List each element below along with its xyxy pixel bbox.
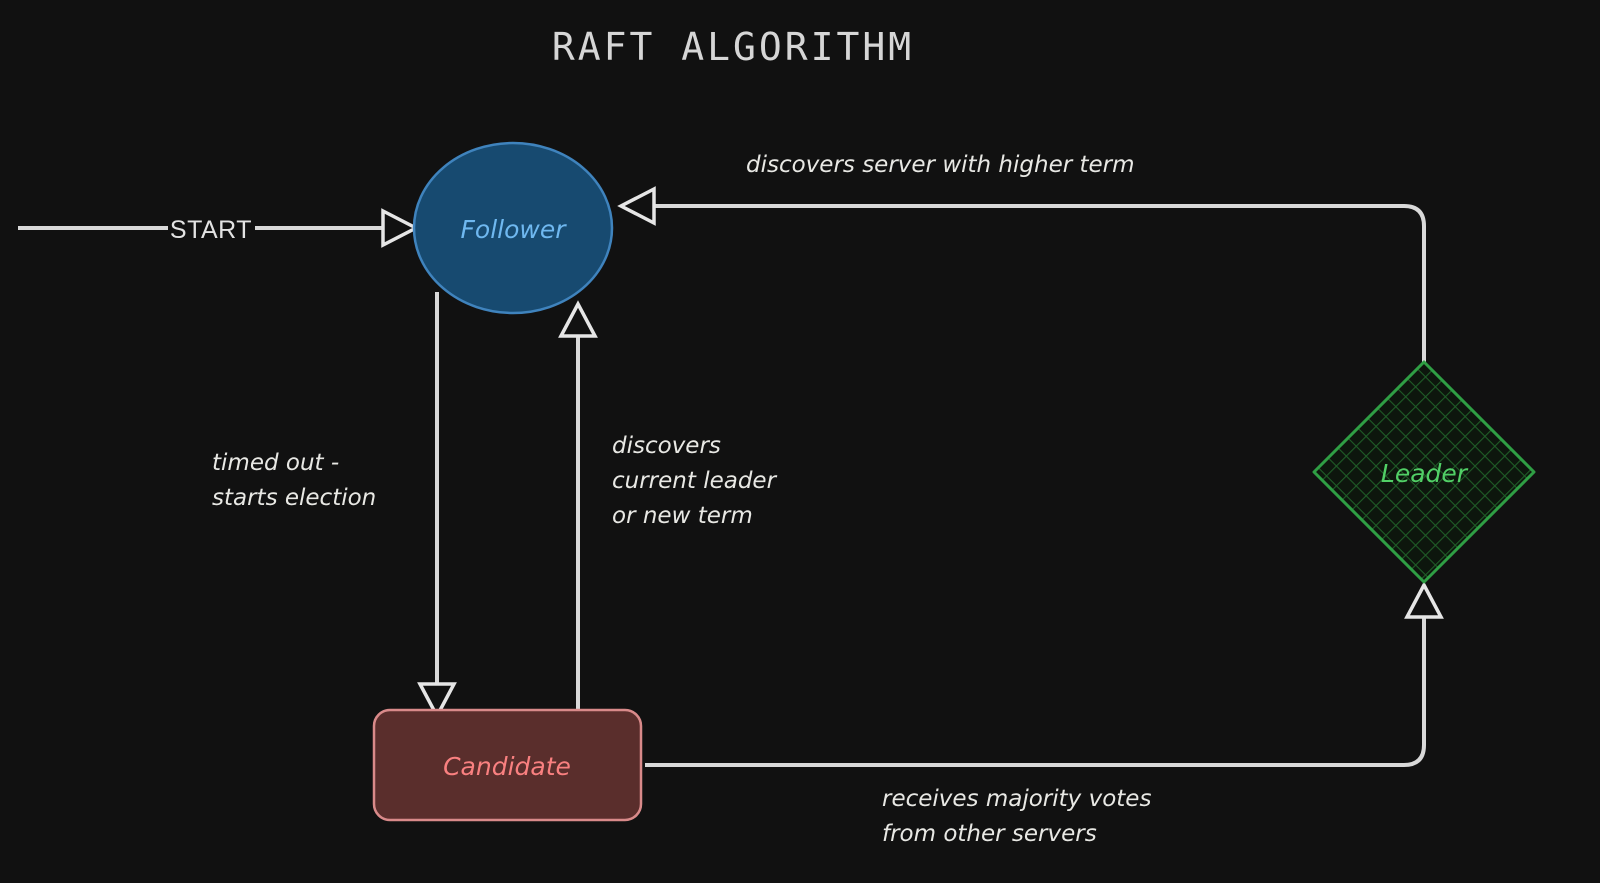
edge-line-leader-follower (651, 204, 1426, 372)
arrowhead-follower-to-candidate (417, 682, 457, 720)
leader-shape[interactable] (1312, 360, 1536, 584)
edge-label-majority-line2: from other servers (882, 821, 1097, 847)
arrowhead-candidate-to-follower (558, 300, 598, 338)
edge-follower-to-candidate: timed out - starts election (212, 292, 457, 720)
page-title: RAFT ALGORITHM (552, 25, 914, 69)
edge-candidate-to-follower: discovers current leader or new term (558, 300, 778, 712)
node-follower[interactable]: Follower (412, 141, 614, 315)
leader-label: Leader (1381, 459, 1469, 488)
candidate-shape[interactable] (372, 708, 643, 822)
edge-candidate-to-leader: receives majority votes from other serve… (645, 581, 1444, 847)
candidate-label: Candidate (443, 752, 571, 781)
edge-label-timed-out-line1: timed out - (212, 450, 339, 476)
arrowhead-start-to-follower (381, 208, 420, 248)
edge-label-higher-term: discovers server with higher term (746, 152, 1135, 178)
edge-start-to-follower: START (18, 208, 420, 248)
edge-label-discovers-line1: discovers (612, 433, 721, 459)
edge-label-majority-line1: receives majority votes (882, 786, 1151, 812)
edge-label-timed-out-line2: starts election (212, 485, 376, 511)
node-candidate[interactable]: Candidate (372, 708, 643, 822)
edge-label-discovers-line3: or new term (612, 503, 753, 529)
follower-label: Follower (461, 215, 568, 244)
arrowhead-leader-to-follower (617, 186, 656, 226)
edge-label-discovers-line2: current leader (612, 468, 778, 494)
edge-line-candidate-leader (645, 613, 1426, 767)
edge-label-start: START (170, 216, 252, 244)
node-leader[interactable]: Leader (1312, 360, 1536, 584)
arrowhead-candidate-to-leader (1404, 581, 1444, 619)
edge-leader-to-follower: discovers server with higher term (617, 152, 1426, 372)
follower-shape[interactable] (412, 141, 614, 315)
